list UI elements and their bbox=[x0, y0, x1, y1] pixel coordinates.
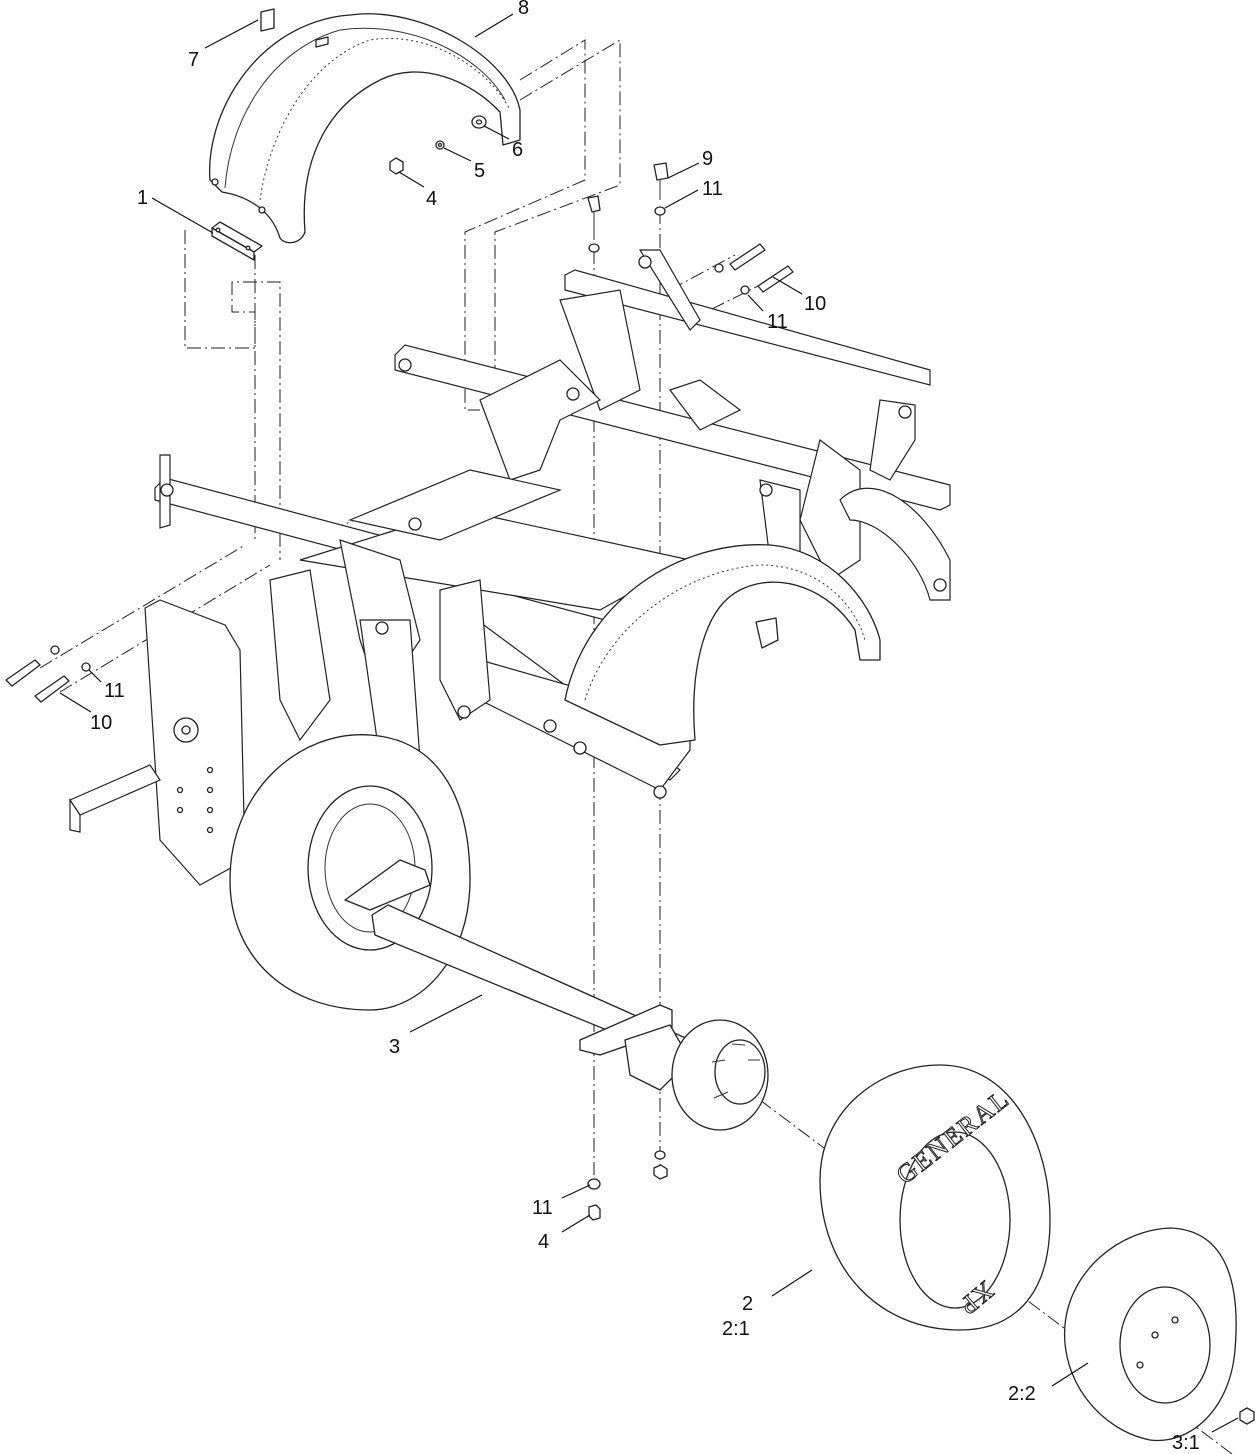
hub bbox=[671, 1019, 769, 1131]
callout-1: 1 bbox=[137, 187, 148, 209]
callout-4-bottom: 4 bbox=[538, 1231, 549, 1253]
left-wheel bbox=[229, 734, 471, 1011]
callout-10-left: 10 bbox=[90, 712, 112, 734]
callout-8: 8 bbox=[518, 0, 529, 19]
tire: GENERAL XP bbox=[819, 1064, 1051, 1331]
left-side-bolts bbox=[5, 645, 91, 703]
callout-5: 5 bbox=[474, 160, 485, 182]
left-side-plate bbox=[69, 599, 246, 886]
callout-4-top: 4 bbox=[426, 188, 437, 210]
callout-11-right: 11 bbox=[767, 311, 788, 333]
callout-7: 7 bbox=[188, 49, 199, 71]
leader-lines bbox=[59, 13, 1239, 1433]
callout-11-top: 11 bbox=[702, 178, 723, 200]
axle bbox=[371, 904, 691, 1091]
callout-2-1: 2:1 bbox=[722, 1318, 750, 1340]
spacer-plate bbox=[211, 221, 263, 261]
center-bolt-stack bbox=[587, 195, 601, 1221]
callout-9: 9 bbox=[702, 148, 713, 170]
callout-2-2: 2:2 bbox=[1008, 1383, 1036, 1405]
callout-3: 3 bbox=[389, 1036, 400, 1058]
callout-6: 6 bbox=[512, 139, 523, 161]
right-bolt-stack bbox=[653, 162, 669, 1180]
callout-10-right: 10 bbox=[804, 293, 826, 315]
decal-tag bbox=[260, 8, 329, 48]
fender-fasteners bbox=[389, 115, 487, 175]
rear-frame bbox=[394, 249, 951, 601]
upper-fender bbox=[208, 13, 521, 244]
callout-11-left: 11 bbox=[104, 680, 125, 702]
right-side-bolts bbox=[714, 243, 794, 295]
rim bbox=[1063, 1227, 1237, 1442]
right-fender bbox=[564, 544, 881, 746]
callout-2: 2 bbox=[742, 1293, 753, 1315]
lug-nut bbox=[1239, 1407, 1255, 1425]
callout-11-bottom: 11 bbox=[532, 1197, 553, 1219]
front-frame bbox=[154, 454, 692, 799]
callout-3-1: 3:1 bbox=[1172, 1432, 1200, 1454]
callout-labels: 7 8 1 6 5 4 9 11 10 11 11 10 3 11 4 2 2:… bbox=[90, 0, 1200, 1454]
